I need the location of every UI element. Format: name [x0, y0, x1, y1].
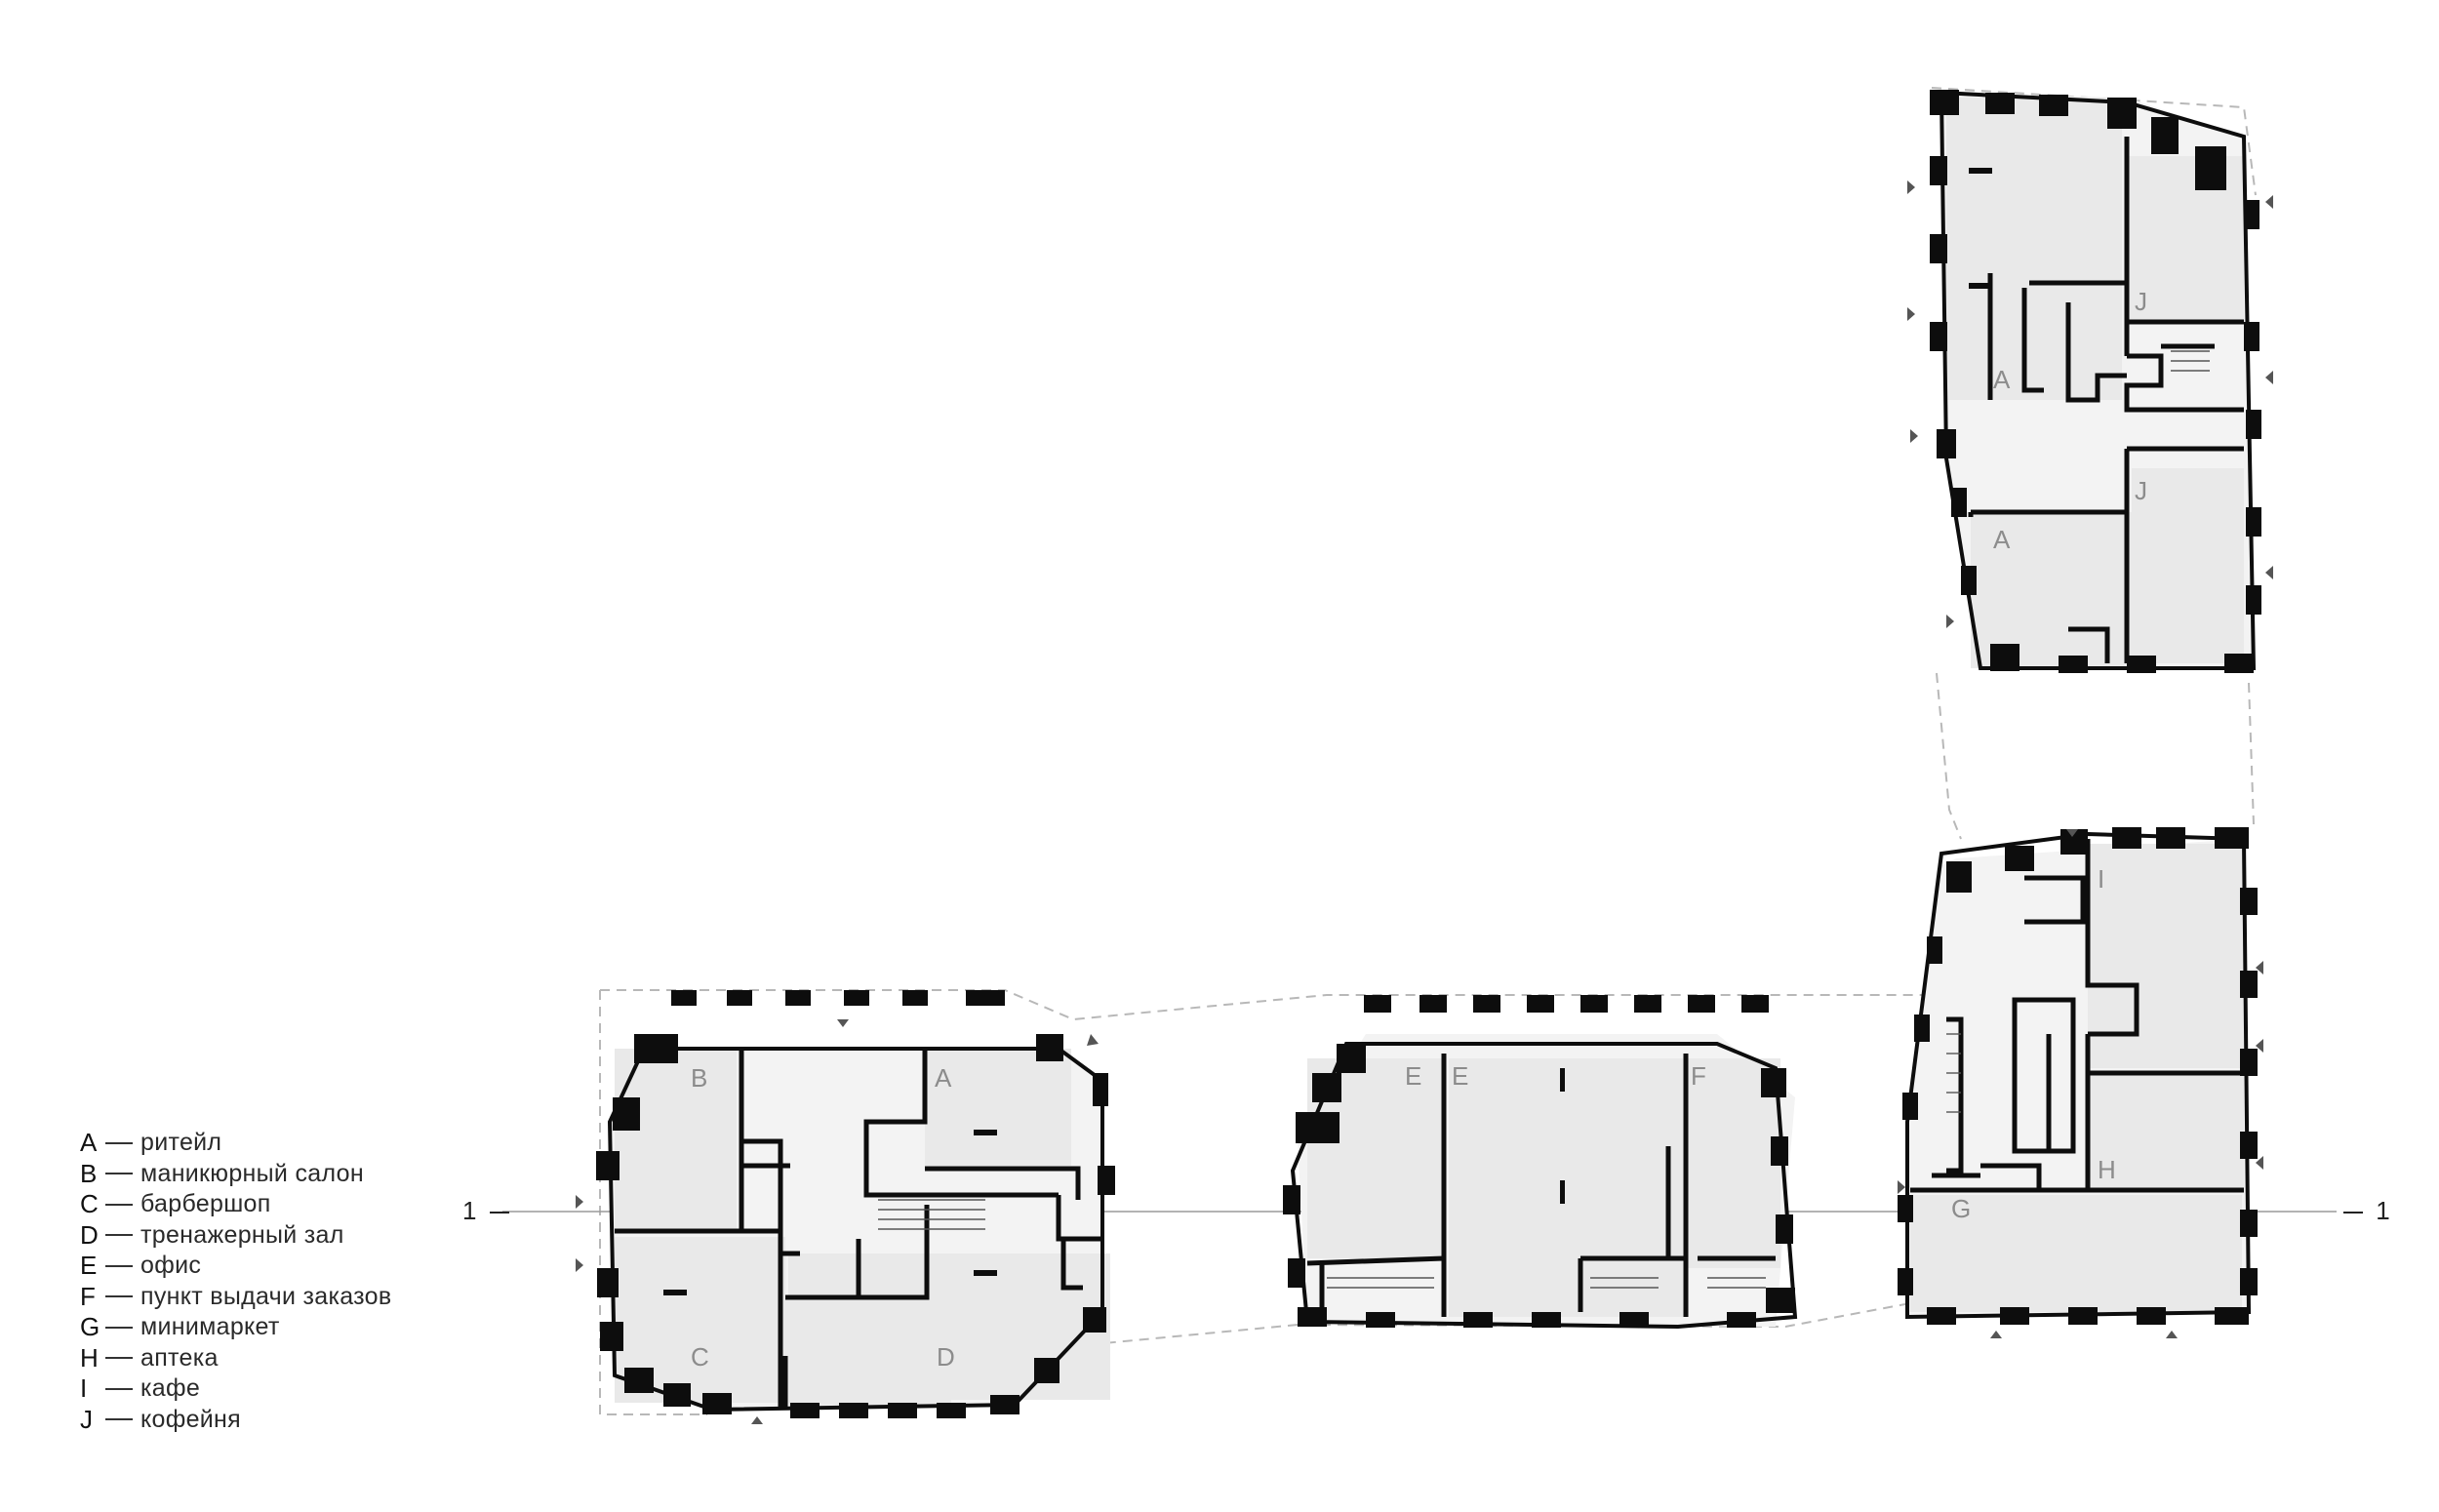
legend-key: A: [80, 1128, 98, 1158]
legend-key: F: [80, 1281, 97, 1311]
interior-walls: [1968, 137, 2244, 663]
legend-key: D: [80, 1219, 100, 1250]
room-label-ne-a1: A: [1993, 365, 2011, 394]
legend-label: маникюрный салон: [140, 1159, 364, 1187]
room-label-se-i: I: [2098, 864, 2104, 894]
room-fills: [1307, 1058, 1780, 1317]
legend-label: пункт выдачи заказов: [140, 1282, 392, 1310]
legend-key: G: [80, 1312, 100, 1342]
room-label-west-b: B: [691, 1063, 707, 1093]
room-label-west-d: D: [937, 1342, 955, 1372]
section-label-right-text: 1: [2376, 1196, 2390, 1225]
room-label-middle-f: F: [1691, 1061, 1706, 1091]
exterior-piers: [596, 990, 1115, 1418]
room-labels: B A C D E E F I H G J A J A: [691, 287, 2147, 1372]
section-label-right: 1: [2343, 1196, 2390, 1226]
interior-walls: [1306, 1054, 1776, 1317]
building-middle: [1283, 995, 1798, 1330]
exterior-piers: [1898, 827, 2258, 1325]
interior-walls: [1910, 839, 2244, 1193]
room-label-west-a: A: [935, 1063, 952, 1093]
legend-label: офис: [140, 1252, 202, 1280]
legend-label: барбершоп: [140, 1190, 271, 1218]
room-label-middle-e1: E: [1405, 1061, 1421, 1091]
entrance-arrows: [576, 180, 2273, 1424]
room-label-se-h: H: [2098, 1155, 2116, 1184]
building-south-east: [1898, 827, 2258, 1325]
room-label-se-g: G: [1951, 1194, 1971, 1223]
room-label-ne-j2: J: [2135, 476, 2147, 505]
legend-key: E: [80, 1251, 98, 1281]
room-label-middle-e2: E: [1452, 1061, 1468, 1091]
legend-key: B: [80, 1158, 98, 1188]
interior-markers: [663, 1068, 1565, 1295]
legend-key: J: [80, 1404, 94, 1434]
stair: [1327, 1277, 1766, 1289]
exterior-piers: [1283, 995, 1795, 1328]
legend-key: H: [80, 1342, 100, 1373]
room-fills: [1910, 844, 2244, 1312]
exterior-piers: [1930, 90, 2261, 673]
legend-label: кафе: [140, 1374, 201, 1403]
section-label-left-text: 1: [462, 1196, 477, 1225]
section-label-left: 1: [462, 1196, 509, 1226]
stair: [2171, 350, 2210, 372]
legend-label: ритейл: [140, 1129, 222, 1157]
stair: [878, 1199, 985, 1230]
room-label-ne-j1: J: [2135, 287, 2147, 316]
room-label-west-c: C: [691, 1342, 709, 1372]
legend-label: кофейня: [140, 1405, 242, 1433]
interior-walls: [615, 1049, 1102, 1410]
legend-key: C: [80, 1189, 100, 1219]
building-north-east: [1930, 90, 2261, 673]
legend-key: I: [80, 1373, 88, 1404]
legend-label: тренажерный зал: [140, 1220, 344, 1249]
building-west: [596, 990, 1115, 1418]
stair: [1946, 1033, 1961, 1113]
room-label-ne-a2: A: [1993, 525, 2011, 554]
legend-label: минимаркет: [140, 1313, 280, 1341]
legend-label: аптека: [140, 1343, 219, 1372]
